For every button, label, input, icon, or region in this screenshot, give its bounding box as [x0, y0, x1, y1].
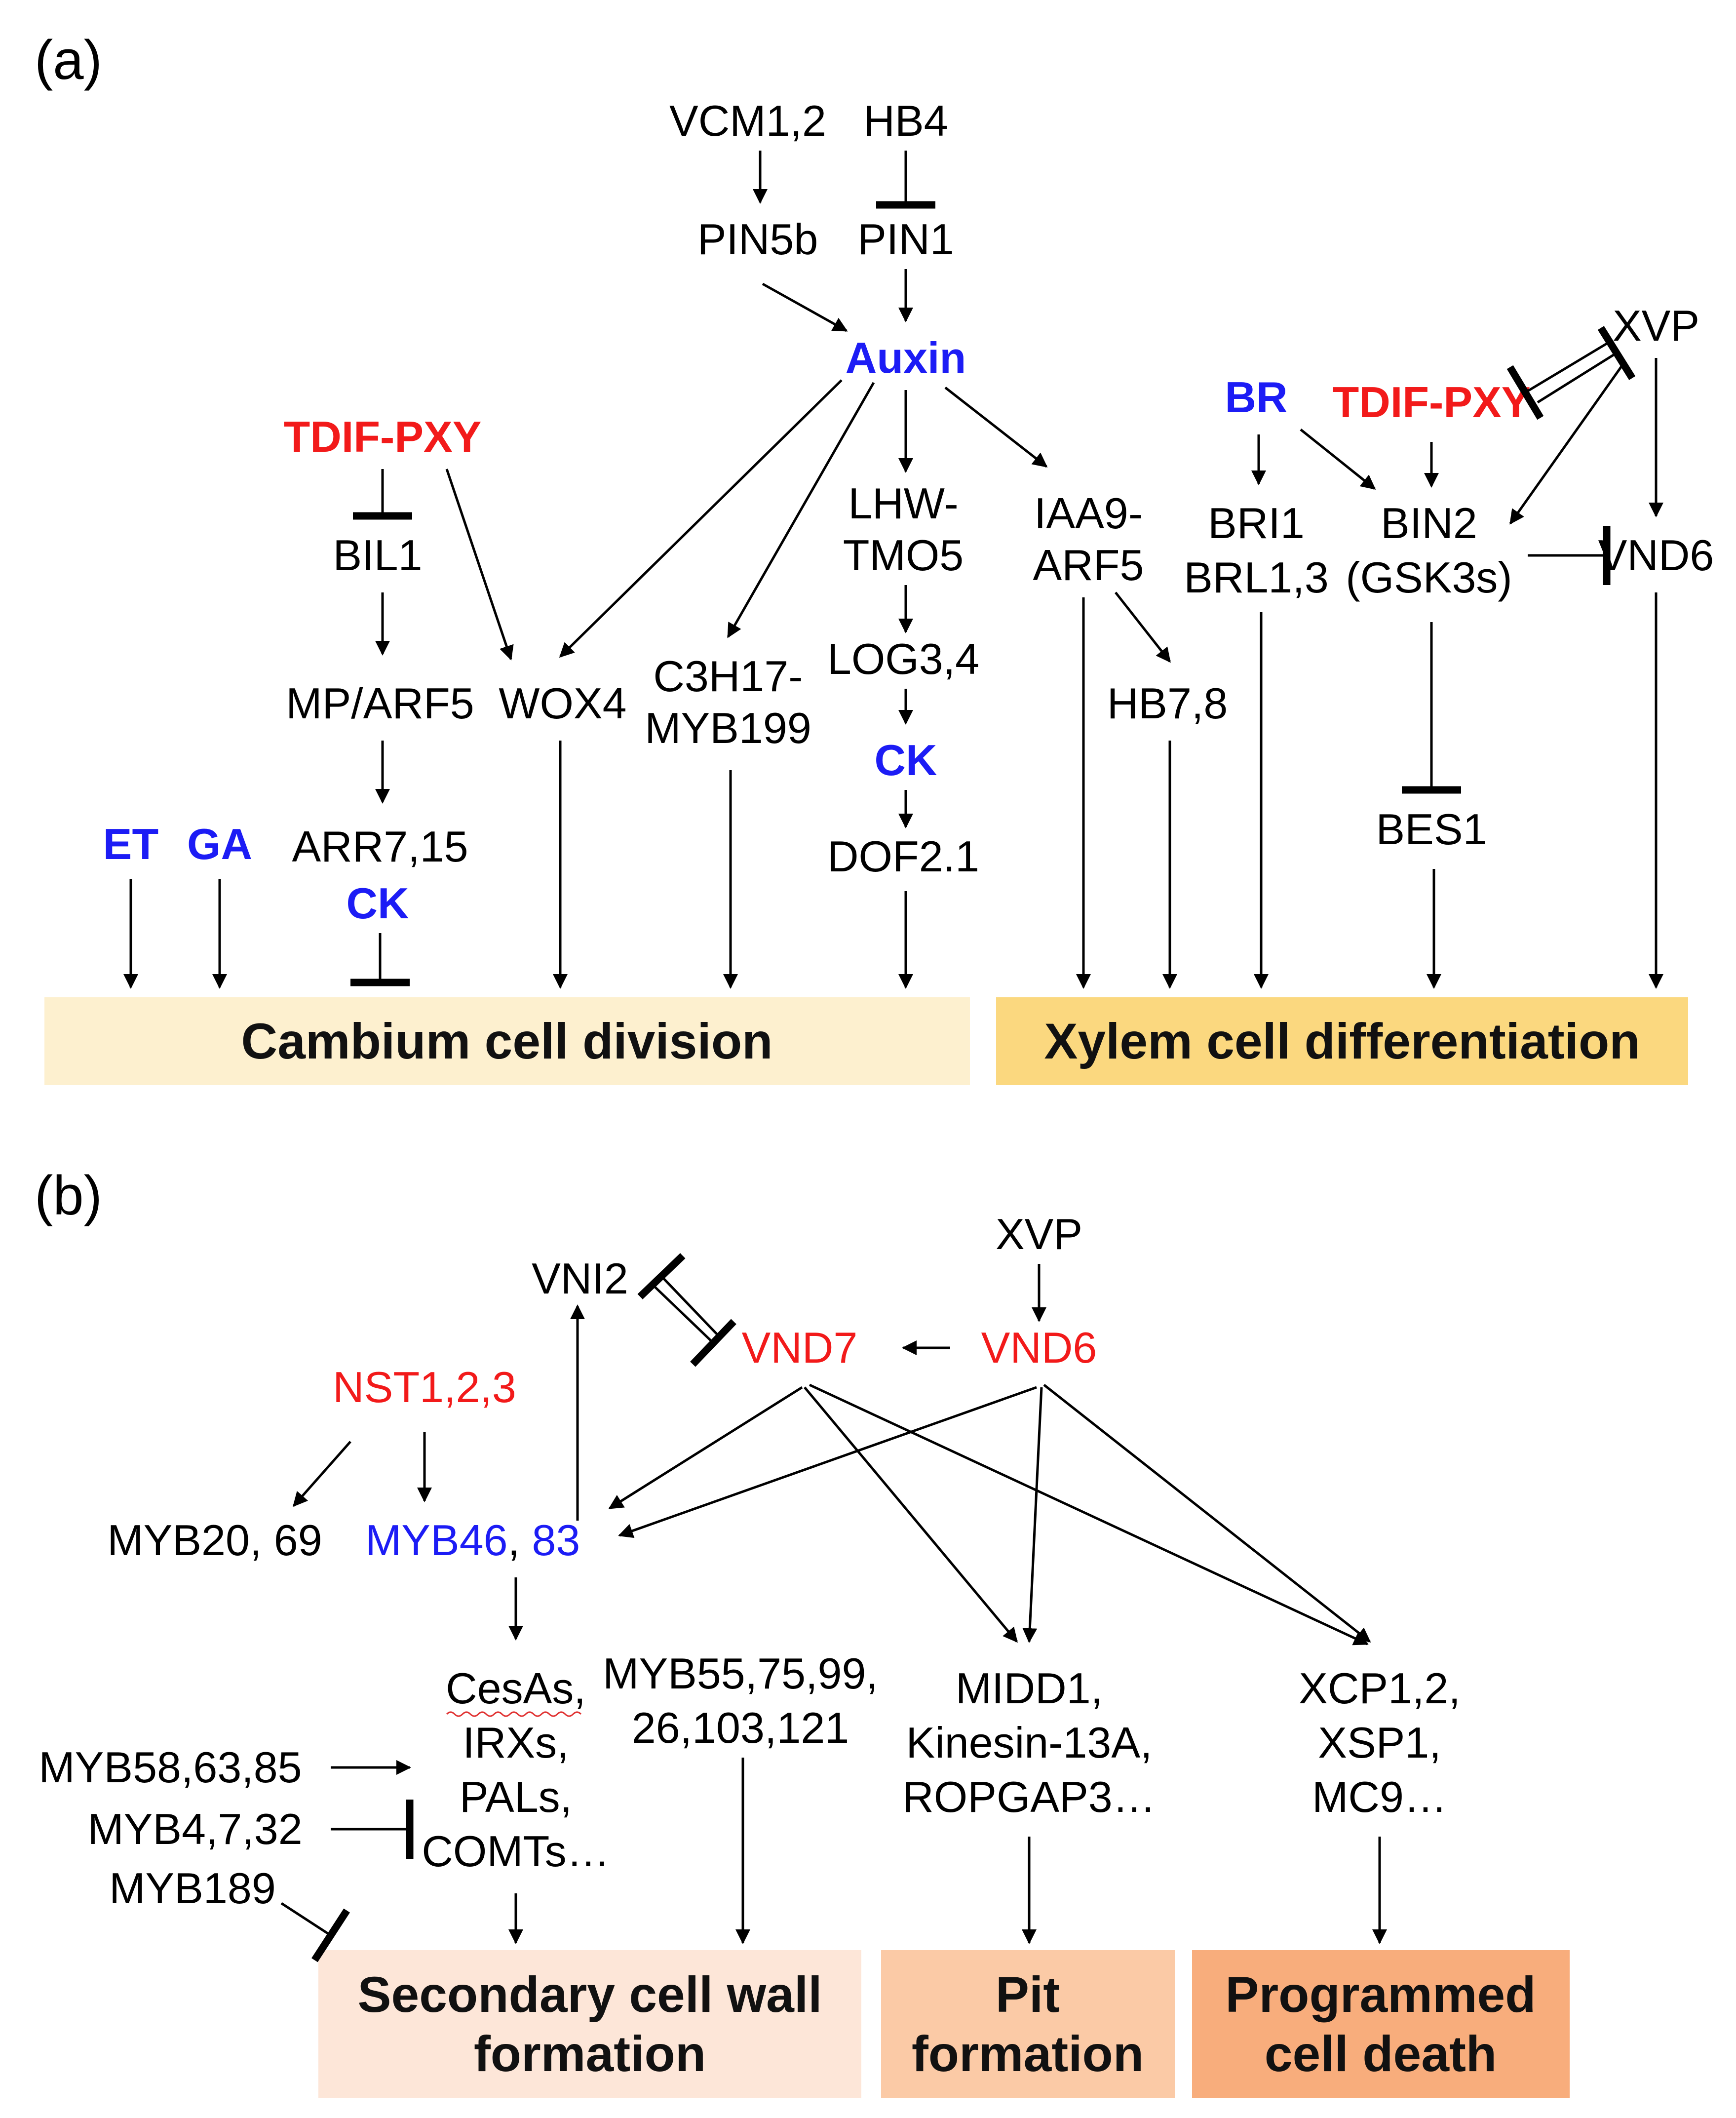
- hb4-node: HB4: [863, 96, 948, 145]
- pcd-label-line2: cell death: [1265, 2026, 1497, 2082]
- panel-b-label: (b): [35, 1165, 102, 1226]
- pit-label-line2: formation: [912, 2026, 1144, 2082]
- comts-node: COMTs…: [422, 1827, 610, 1876]
- edge-tdif-xvp-inhibit: [1537, 326, 1636, 404]
- myb189-node: MYB189: [109, 1864, 276, 1913]
- edge-auxin-iaa9: [944, 387, 1048, 468]
- cesas-spellcheck-underline: [446, 1711, 582, 1717]
- c3h17-node-line2: MYB199: [645, 704, 811, 752]
- edge-vnd6-pcd: [1043, 1384, 1371, 1643]
- edge-xvp-bin2: [1509, 362, 1625, 525]
- br-node: BR: [1225, 373, 1287, 422]
- scw-label-line2: formation: [474, 2026, 706, 2082]
- pcd-box: [1192, 1950, 1570, 2098]
- mp-arf5-node: MP/ARF5: [286, 679, 474, 728]
- xylem-differentiation-box: [996, 997, 1688, 1085]
- edge-br-bin2: [1300, 429, 1376, 490]
- edge-vnd7-pcd: [809, 1383, 1369, 1646]
- edge-vnd7-vni2-inhibit: [653, 1285, 736, 1367]
- edge-nst-myb2069: [293, 1441, 351, 1507]
- myb55-node-line1: MYB55,75,99,: [603, 1649, 878, 1698]
- log-node: LOG3,4: [827, 634, 979, 683]
- vnd6-a-node: VND6: [1598, 531, 1714, 580]
- ck-left-node: CK: [346, 879, 409, 928]
- arr-node: ARR7,15: [292, 822, 468, 871]
- nst-node: NST1,2,3: [333, 1363, 516, 1412]
- xcp-node: XCP1,2,: [1299, 1664, 1461, 1713]
- tdif-pxy-left-node: TDIF-PXY: [284, 412, 482, 461]
- kinesin-node: Kinesin-13A,: [906, 1718, 1153, 1767]
- bin2-node-line2: (GSK3s): [1346, 553, 1512, 602]
- lhw-node-line1: LHW-: [848, 479, 958, 528]
- irxs-node: IRXs,: [463, 1718, 569, 1767]
- edge-vni2-vnd7-inhibit: [637, 1253, 719, 1336]
- edge-vnd7-pit: [804, 1386, 1018, 1643]
- myb4-node: MYB4,7,32: [87, 1804, 302, 1853]
- panel-a-label: (a): [35, 29, 102, 91]
- myb-comma: ,: [508, 1516, 532, 1565]
- brl-node: BRL1,3: [1184, 553, 1329, 602]
- pit-label-line1: Pit: [996, 1966, 1060, 2023]
- et-node: ET: [103, 820, 158, 868]
- myb55-node-line2: 26,103,121: [632, 1703, 849, 1752]
- vcm-node: VCM1,2: [669, 96, 826, 145]
- myb83-label: 83: [532, 1516, 580, 1565]
- edge-vnd6-pit: [1022, 1387, 1043, 1643]
- hb78-node: HB7,8: [1107, 679, 1228, 728]
- edge-tdif-wox4: [445, 469, 514, 661]
- tdif-pxy-right-node: TDIF-PXY: [1333, 378, 1531, 427]
- myb20-69-node: MYB20, 69: [107, 1516, 322, 1565]
- vnd6-b-node: VND6: [981, 1323, 1097, 1372]
- pin1-node: PIN1: [857, 215, 954, 264]
- mc9-node: MC9…: [1312, 1772, 1447, 1821]
- c3h17-node-line1: C3H17-: [653, 652, 803, 701]
- pcd-label-line1: Programmed: [1225, 1966, 1536, 2023]
- edge-iaa9-hb78: [1115, 591, 1171, 663]
- iaa9-node-line1: IAA9-: [1034, 489, 1143, 538]
- scw-label-line1: Secondary cell wall: [357, 1966, 822, 2023]
- edge-xvp-tdif-inhibit: [1506, 339, 1613, 420]
- vnd7-node: VND7: [742, 1323, 858, 1372]
- cesas-node: CesAs,: [446, 1664, 586, 1713]
- cambium-division-box: [44, 997, 970, 1085]
- edge-vnd6-myb46: [618, 1386, 1037, 1538]
- wox4-node: WOX4: [499, 679, 626, 728]
- edge-vnd7-myb46: [608, 1386, 803, 1510]
- auxin-node: Auxin: [846, 333, 966, 382]
- edge-myb189-scw-inhibit: [280, 1902, 350, 1962]
- bri1-node: BRI1: [1208, 499, 1305, 548]
- myb58-node: MYB58,63,85: [39, 1743, 302, 1792]
- dof-node: DOF2.1: [827, 832, 979, 881]
- edge-pin5b-auxin: [762, 282, 848, 332]
- myb46-83-node: MYB46, 83: [365, 1516, 580, 1565]
- bil1-node: BIL1: [333, 531, 422, 580]
- pin5b-node: PIN5b: [697, 215, 818, 264]
- edge-auxin-wox4: [559, 379, 843, 658]
- ropgap-node: ROPGAP3…: [902, 1772, 1156, 1821]
- xsp-node: XSP1,: [1318, 1718, 1441, 1767]
- pit-box: [881, 1950, 1175, 2098]
- ck-mid-node: CK: [874, 736, 937, 784]
- pals-node: PALs,: [460, 1772, 572, 1821]
- scw-box: [318, 1950, 861, 2098]
- xvp-b-node: XVP: [996, 1210, 1082, 1258]
- bin2-node-line1: BIN2: [1381, 499, 1477, 548]
- cambium-division-label: Cambium cell division: [241, 1013, 773, 1069]
- vni2-node: VNI2: [532, 1254, 628, 1303]
- myb46-label: MYB46: [365, 1516, 508, 1565]
- midd1-node: MIDD1,: [956, 1664, 1103, 1713]
- edge-auxin-c3h17: [727, 382, 875, 638]
- lhw-node-line2: TMO5: [843, 531, 964, 580]
- bes1-node: BES1: [1376, 805, 1487, 854]
- iaa9-node-line2: ARF5: [1033, 541, 1144, 589]
- xylem-differentiation-label: Xylem cell differentiation: [1044, 1013, 1640, 1069]
- ga-node: GA: [187, 820, 252, 868]
- xvp-a-node: XVP: [1613, 301, 1699, 350]
